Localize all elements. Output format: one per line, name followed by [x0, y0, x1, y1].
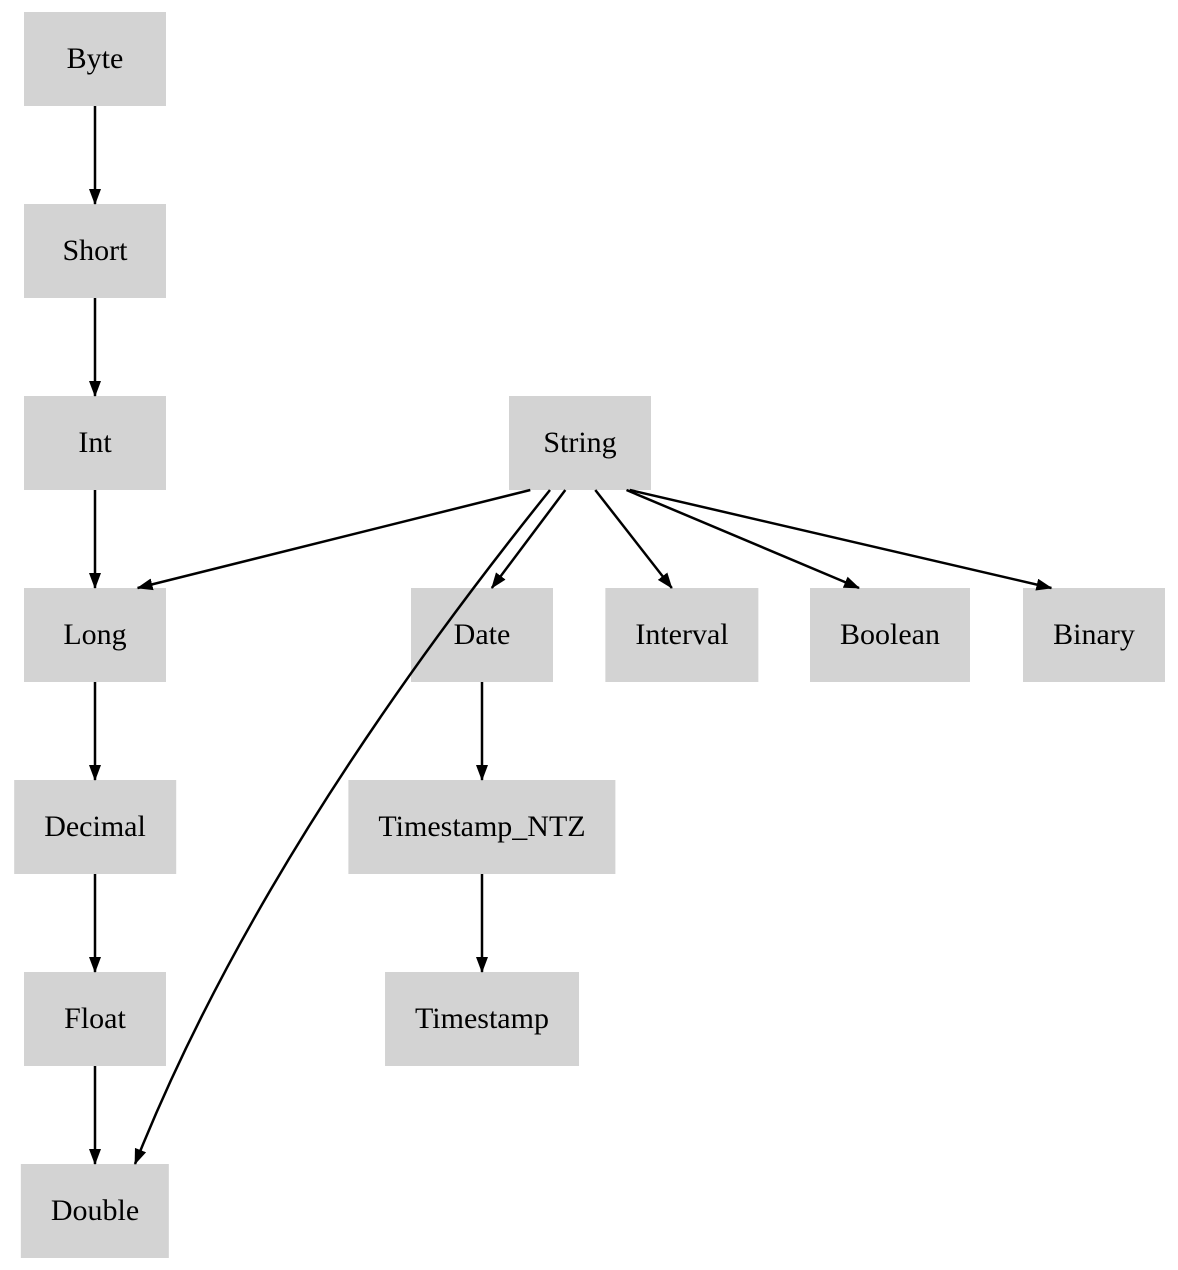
edge-string-interval	[594, 489, 673, 589]
node-date: Date	[411, 588, 553, 682]
node-decimal: Decimal	[14, 780, 176, 874]
node-short: Short	[24, 204, 166, 298]
node-boolean: Boolean	[810, 588, 970, 682]
node-string: String	[509, 396, 651, 490]
node-double: Double	[20, 1164, 170, 1258]
node-timestamp: Timestamp	[385, 972, 579, 1066]
node-int: Int	[24, 396, 166, 490]
node-long: Long	[24, 588, 166, 682]
edge-string-long	[136, 488, 531, 591]
node-timestamp_ntz: Timestamp_NTZ	[348, 780, 616, 874]
edge-string-binary	[629, 488, 1053, 591]
node-float: Float	[24, 972, 166, 1066]
node-byte: Byte	[24, 12, 166, 106]
edge-string-date	[490, 489, 567, 589]
node-binary: Binary	[1023, 588, 1165, 682]
edge-string-boolean	[626, 488, 860, 590]
node-interval: Interval	[605, 588, 759, 682]
